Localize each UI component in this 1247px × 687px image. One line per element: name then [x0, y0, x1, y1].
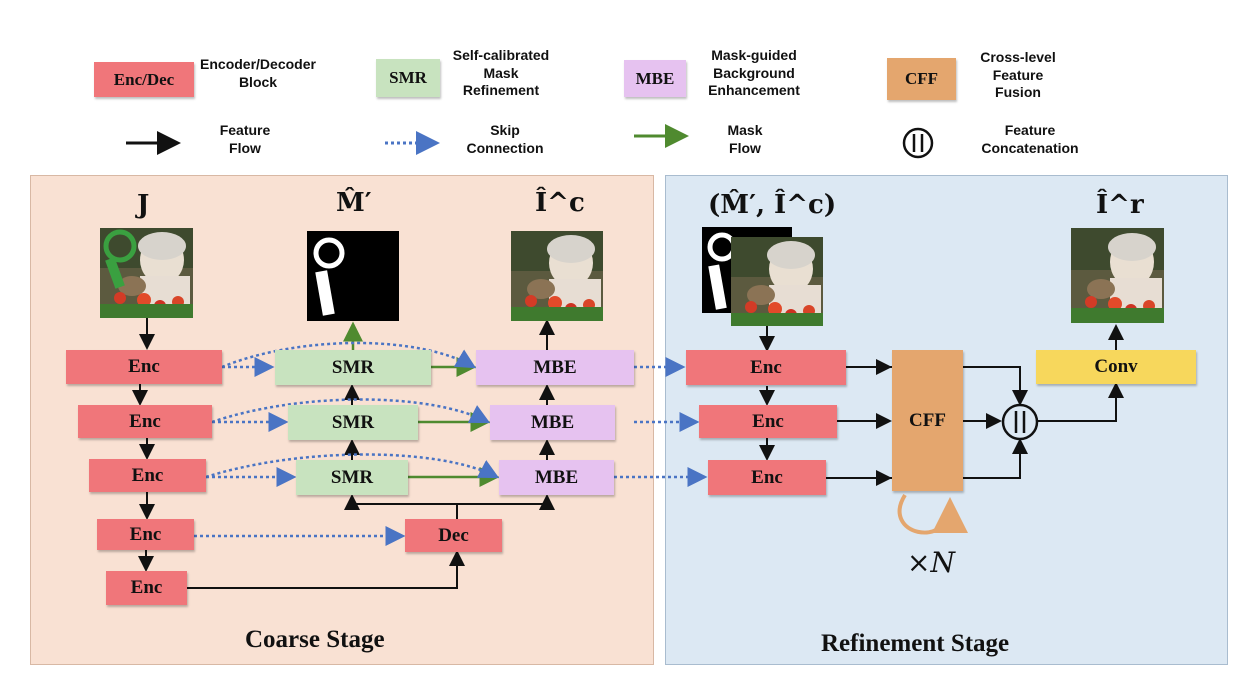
coarse-mbe-3: MBE: [499, 460, 614, 495]
legend-feature-flow-text: Feature Flow: [219, 122, 271, 156]
refine-coarse-thumbnail: [731, 237, 823, 326]
coarse-dec: Dec: [405, 519, 502, 552]
legend-concat-text: Feature Concatenation: [981, 122, 1079, 156]
refine-enc-1: Enc: [686, 350, 846, 385]
refine-enc-3: Enc: [708, 460, 826, 495]
legend-mask-flow-text: Mask Flow: [727, 122, 763, 156]
legend-cff-text: Cross-level Feature Fusion: [980, 49, 1056, 100]
refinement-stage-title: Refinement Stage: [821, 630, 1010, 657]
legend-concat-symbol: [902, 127, 934, 159]
legend-skip-connection-text: Skip Connection: [466, 122, 544, 156]
mask-image-thumbnail: [307, 231, 399, 321]
refine-output-thumbnail: [1071, 228, 1164, 323]
mask-label: M̂′: [336, 188, 372, 218]
coarse-smr-2: SMR: [288, 405, 418, 440]
refine-cff: CFF: [892, 350, 963, 491]
concat-symbol: [1001, 403, 1039, 441]
coarse-output-thumbnail: [511, 231, 603, 321]
coarse-mbe-1: MBE: [476, 350, 634, 385]
refine-conv: Conv: [1036, 350, 1196, 384]
coarse-stage-title: Coarse Stage: [245, 626, 385, 653]
legend-smr-text: Self-calibrated Mask Refinement: [452, 47, 550, 98]
refine-output-label: Î^r: [1096, 190, 1144, 220]
coarse-enc-5: Enc: [106, 571, 187, 605]
legend-smr-box: SMR: [376, 59, 440, 97]
coarse-enc-2: Enc: [78, 405, 212, 438]
legend-mbe-text: Mask-guided Background Enhancement: [708, 47, 800, 98]
legend-cff-box: CFF: [887, 58, 956, 100]
refine-input-label: (M̂′, Î^c): [708, 190, 837, 220]
refine-enc-2: Enc: [699, 405, 837, 438]
coarse-enc-1: Enc: [66, 350, 222, 384]
coarse-smr-1: SMR: [275, 350, 431, 385]
coarse-enc-4: Enc: [97, 519, 194, 550]
input-label-j: J: [137, 190, 150, 220]
repeat-label: ×N: [907, 546, 955, 579]
cff-repeat-loop: [897, 493, 968, 535]
coarse-output-label: Î^c: [535, 188, 585, 218]
legend-enc-dec-text: Encoder/Decoder Block: [200, 56, 316, 90]
input-image-thumbnail: [100, 228, 193, 318]
coarse-smr-3: SMR: [296, 460, 408, 495]
coarse-enc-3: Enc: [89, 459, 206, 492]
legend-mbe-box: MBE: [624, 60, 686, 97]
legend-enc-dec-box: Enc/Dec: [94, 62, 194, 97]
coarse-mbe-2: MBE: [490, 405, 615, 440]
